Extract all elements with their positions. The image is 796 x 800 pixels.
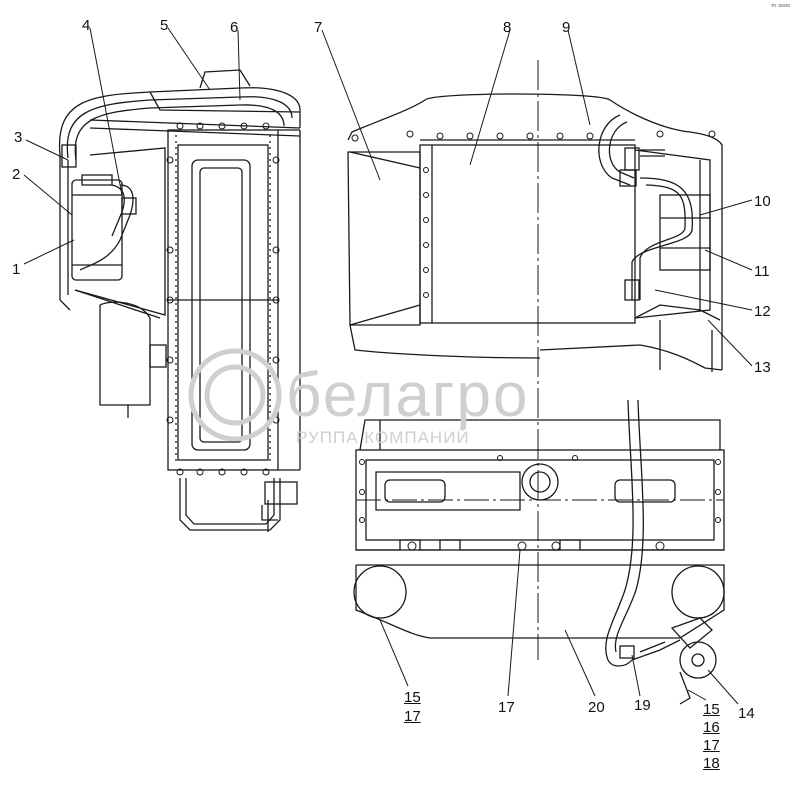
callout-10: 10	[754, 193, 771, 210]
callout-4: 4	[82, 17, 91, 34]
callout-19: 19	[634, 697, 651, 714]
watermark-subtext: РУППА КОМПАНИЙ	[296, 428, 470, 447]
callout-5: 5	[160, 17, 169, 34]
watermark-text: белагро	[286, 361, 530, 430]
side-view	[58, 69, 301, 532]
callout-9: 9	[562, 19, 571, 36]
callout-6: 6	[230, 19, 239, 36]
callout-15-left: 15	[404, 689, 421, 706]
callout-2: 2	[12, 166, 21, 183]
callout-3: 3	[14, 129, 23, 146]
callout-17-center: 17	[498, 699, 515, 716]
corner-mark: ᵐ ˢᵒᵒᵒ	[771, 2, 790, 11]
callout-12: 12	[754, 303, 771, 320]
callout-11: 11	[754, 263, 770, 280]
top-view	[347, 93, 723, 372]
watermark-logo-icon	[188, 348, 282, 442]
callout-8: 8	[503, 19, 512, 36]
callout-18: 18	[703, 755, 720, 772]
callout-17-right: 17	[703, 737, 720, 754]
callout-14: 14	[738, 705, 755, 722]
callout-17-left: 17	[404, 708, 421, 725]
leader-lines	[23, 27, 753, 705]
callout-15-right: 15	[703, 701, 720, 718]
callout-16: 16	[703, 719, 720, 736]
front-view	[353, 399, 725, 705]
callout-7: 7	[314, 19, 323, 36]
callout-13: 13	[754, 359, 771, 376]
callout-20: 20	[588, 699, 605, 716]
callout-1: 1	[12, 261, 21, 278]
